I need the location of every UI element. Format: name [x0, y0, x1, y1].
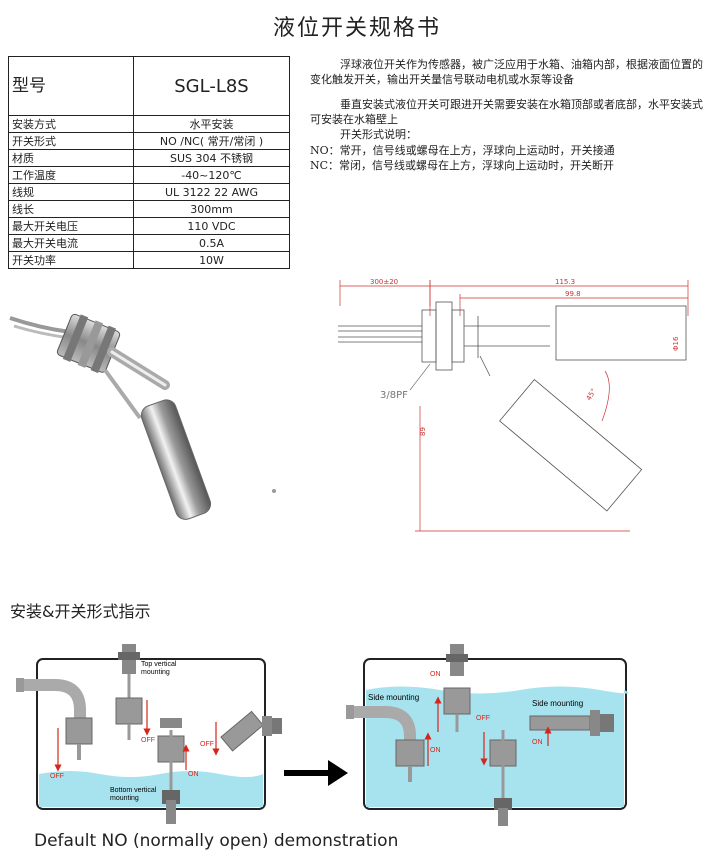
- left-off-2: OFF: [141, 737, 155, 744]
- spec-value: 110 VDC: [133, 217, 290, 235]
- tank-right: ON Side mounting ON OFF ON Side mounting: [346, 644, 629, 826]
- spec-label: 工作温度: [8, 166, 134, 184]
- spec-value: 水平安装: [133, 115, 290, 133]
- nc-description: NC：常闭，信号线或螺母在上方，浮球向上运动时，开关断开: [310, 159, 615, 172]
- transition-arrow: [284, 760, 348, 786]
- description-paragraph-1: 浮球液位开关作为传感器，被广泛应用于水箱、油箱内部，根据液面位置的变化触发开关，…: [310, 58, 703, 86]
- spec-label: 开关功率: [8, 251, 134, 269]
- dim-cable: 300±20: [370, 278, 398, 286]
- spec-value: 300mm: [133, 200, 290, 218]
- left-off-3: OFF: [200, 741, 214, 748]
- dim-body: 99.8: [565, 290, 581, 298]
- thread-label: 3/8PF: [380, 390, 408, 401]
- spec-label: 最大开关电压: [8, 217, 134, 235]
- spec-label: 安装方式: [8, 115, 134, 133]
- spec-value: 10W: [133, 251, 290, 269]
- spec-label: 型号: [8, 56, 134, 116]
- dim-total: 115.3: [555, 278, 575, 286]
- right-on-1: ON: [430, 747, 441, 754]
- spec-value: SUS 304 不锈钢: [133, 149, 290, 167]
- footer-caption: Default NO (normally open) demonstration: [34, 831, 399, 851]
- spec-value: 0.5A: [133, 234, 290, 252]
- spec-row: 工作温度-40~120℃: [8, 166, 290, 184]
- right-on-3: ON: [532, 739, 543, 746]
- spec-value: NO /NC( 常开/常闭 ): [133, 132, 290, 150]
- spec-row: 安装方式水平安装: [8, 115, 290, 133]
- spec-label: 最大开关电流: [8, 234, 134, 252]
- spec-label: 材质: [8, 149, 134, 167]
- spec-label: 线规: [8, 183, 134, 201]
- spec-value: -40~120℃: [133, 166, 290, 184]
- no-description: NO：常开，信号线或螺母在上方，浮球向上运动时，开关接通: [310, 144, 615, 157]
- right-on-2: ON: [430, 671, 441, 678]
- spec-value: UL 3122 22 AWG: [133, 183, 290, 201]
- description-paragraph-2: 垂直安装式液位开关可跟进开关需要安装在水箱顶部或者底部，水平安装式可安装在水箱壁…: [310, 98, 703, 126]
- left-off-1: OFF: [50, 773, 64, 780]
- left-on: ON: [188, 771, 199, 778]
- spec-label: 开关形式: [8, 132, 134, 150]
- right-off: OFF: [476, 715, 490, 722]
- dim-diameter: Φ16: [672, 336, 680, 351]
- section-title: 安装&开关形式指示: [10, 602, 151, 621]
- side-mounting-label-right: Side mounting: [532, 699, 583, 708]
- spec-value: SGL-L8S: [133, 56, 290, 116]
- dim-height: 89: [419, 427, 427, 436]
- switch-type-heading: 开关形式说明：: [340, 128, 417, 141]
- dim-angle: 45°: [585, 387, 598, 402]
- side-mounting-label-left: Side mounting: [368, 693, 419, 702]
- product-photo: [9, 313, 276, 520]
- page-title: 液位开关规格书: [272, 16, 441, 41]
- spec-label: 线长: [8, 200, 134, 218]
- technical-drawing: 300±20 115.3 99.8 89 45° Φ16 3/8PF: [338, 278, 689, 532]
